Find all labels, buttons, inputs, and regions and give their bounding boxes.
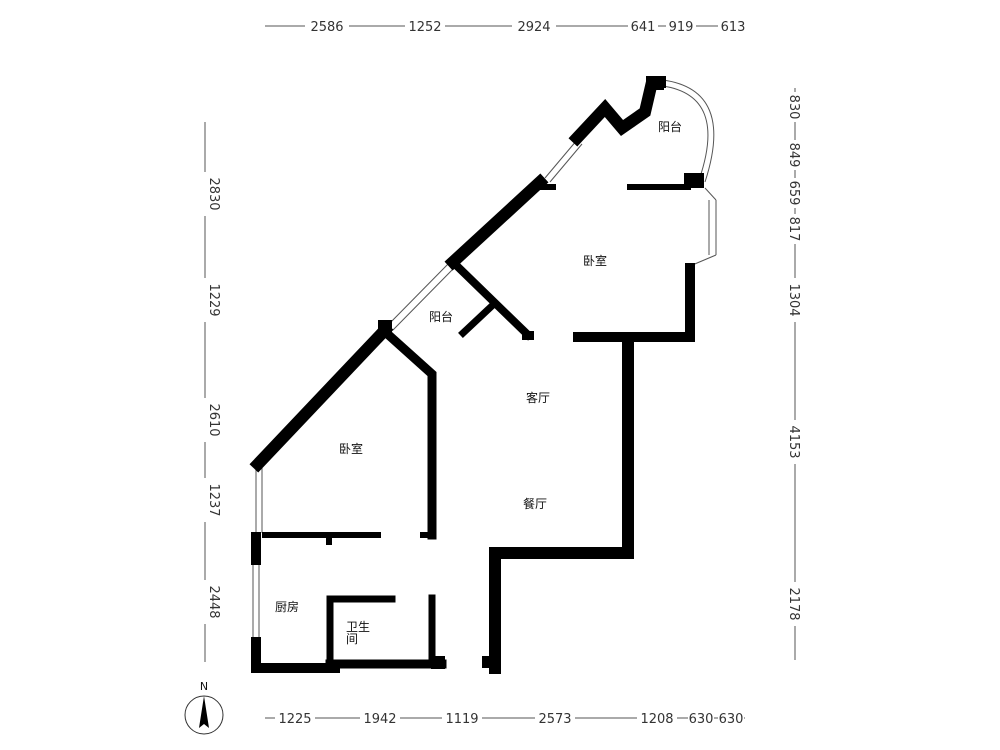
dim-top-5: 919 bbox=[669, 20, 694, 35]
north-arrow-icon bbox=[199, 696, 209, 728]
dim-top-6: 613 bbox=[721, 20, 746, 35]
dim-bottom-1: 1225 bbox=[278, 712, 311, 727]
dim-bottom-2: 1942 bbox=[363, 712, 396, 727]
room-label-balcony-top: 阳台 bbox=[658, 119, 682, 134]
dimension-labels-top: 2586 1252 2924 641 919 613 bbox=[305, 18, 748, 35]
dim-top-4: 641 bbox=[631, 20, 656, 35]
dim-left-3: 2610 bbox=[206, 403, 221, 436]
room-label-bathroom-1: 卫生 bbox=[346, 620, 370, 634]
room-label-balcony-mid: 阳台 bbox=[429, 309, 453, 324]
compass: N bbox=[184, 680, 224, 735]
room-label-dining-room: 餐厅 bbox=[523, 496, 547, 511]
room-label-bathroom-2: 间 bbox=[346, 632, 358, 646]
dim-bottom-6: 630 bbox=[689, 712, 714, 727]
dim-left-4: 1237 bbox=[206, 483, 221, 516]
room-label-bedroom-upper: 卧室 bbox=[583, 253, 607, 268]
dim-left-5: 2448 bbox=[206, 585, 221, 618]
dim-left-2: 1229 bbox=[206, 283, 221, 316]
dim-bottom-3: 1119 bbox=[445, 712, 478, 727]
dim-right-2: 849 bbox=[786, 143, 801, 168]
dim-right-6: 4153 bbox=[786, 425, 801, 458]
dim-bottom-4: 2573 bbox=[538, 712, 571, 727]
dimension-labels-right: 830 849 659 817 1304 4153 2178 bbox=[786, 92, 803, 626]
dim-right-7: 2178 bbox=[786, 587, 801, 620]
dim-top-3: 2924 bbox=[517, 20, 550, 35]
dim-top-2: 1252 bbox=[408, 20, 441, 35]
dim-left-1: 2830 bbox=[206, 177, 221, 210]
dim-bottom-7: 630 bbox=[719, 712, 744, 727]
room-label-living-room: 客厅 bbox=[526, 390, 550, 405]
dim-top-1: 2586 bbox=[310, 20, 343, 35]
room-label-bedroom-lower: 卧室 bbox=[339, 441, 363, 456]
compass-north-label: N bbox=[200, 680, 208, 693]
dimension-labels-bottom: 1225 1942 1119 2573 1208 630 630 bbox=[275, 710, 744, 727]
walls bbox=[249, 76, 704, 674]
dim-right-1: 830 bbox=[786, 95, 801, 120]
dimension-labels-left: 2830 1229 2610 1237 2448 bbox=[197, 172, 221, 624]
dim-bottom-5: 1208 bbox=[640, 712, 673, 727]
dim-right-5: 1304 bbox=[786, 283, 801, 316]
room-label-kitchen: 厨房 bbox=[275, 599, 299, 614]
windows bbox=[252, 79, 717, 640]
dim-right-3: 659 bbox=[786, 181, 801, 206]
dim-right-4: 817 bbox=[786, 217, 801, 242]
